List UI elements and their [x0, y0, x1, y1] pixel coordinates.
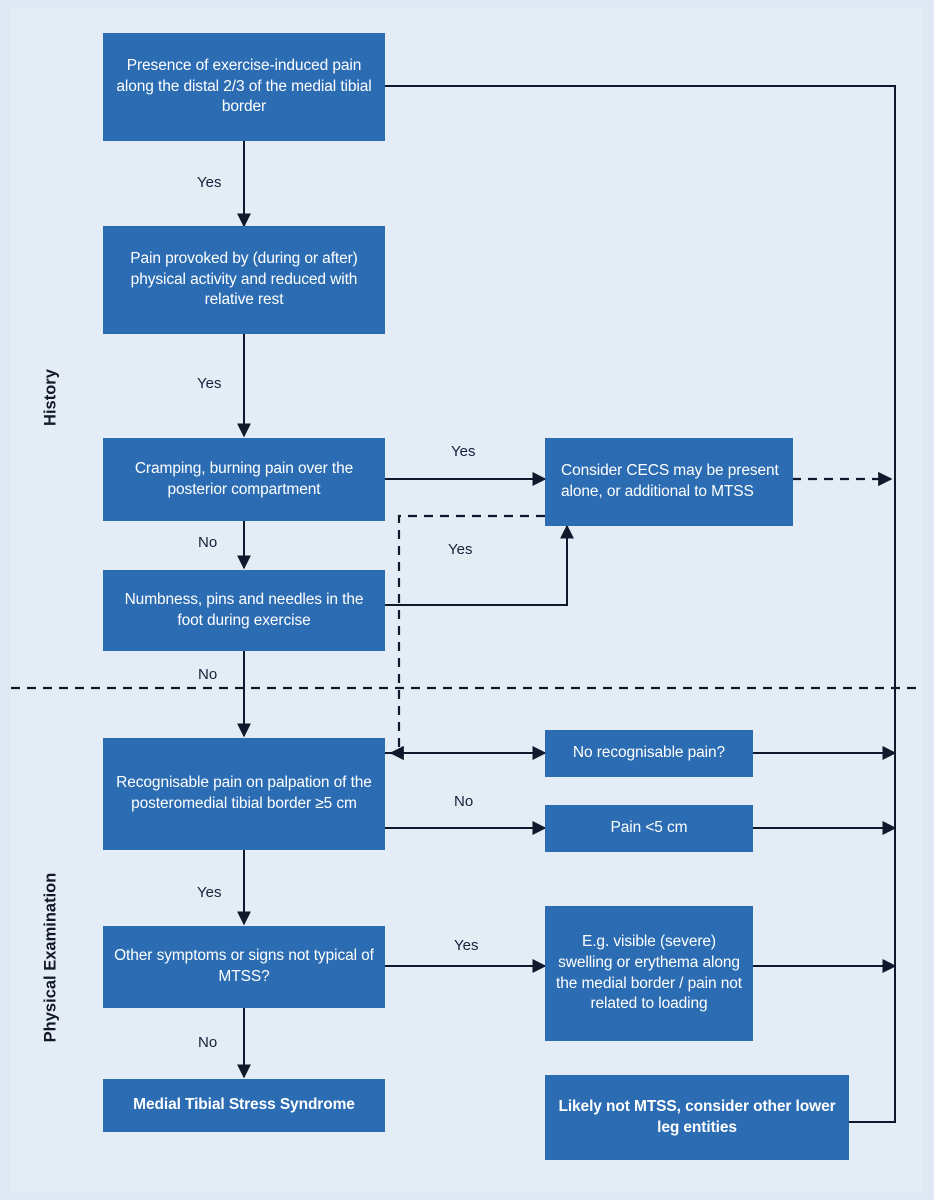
- node-likely-not-mtss[interactable]: Likely not MTSS, consider other lower le…: [545, 1075, 849, 1160]
- edge-label-n6-n9: Yes: [197, 884, 222, 901]
- section-label-physical-examination: Physical Examination: [41, 872, 60, 1043]
- node-text: Pain <5 cm: [610, 819, 688, 837]
- node-text: Other symptoms or signs not typical of M…: [114, 947, 374, 985]
- node-text: Recognisable pain on palpation of the po…: [116, 774, 372, 812]
- node-text: Pain provoked by (during or after) physi…: [130, 249, 358, 309]
- node-no-recognisable-pain[interactable]: No recognisable pain?: [545, 730, 753, 777]
- edge-label-n5-n6: No: [198, 666, 218, 683]
- edge-label-n1-n2: Yes: [197, 174, 222, 191]
- edge-label-n2-n3: Yes: [197, 375, 222, 392]
- node-text: No recognisable pain?: [572, 744, 726, 762]
- node-visible-swelling-erythema[interactable]: E.g. visible (severe) swelling or erythe…: [545, 906, 753, 1041]
- node-pain-provoked[interactable]: Pain provoked by (during or after) physi…: [103, 226, 385, 334]
- node-text: Consider CECS may be present alone, or a…: [561, 462, 779, 500]
- node-consider-cecs[interactable]: Consider CECS may be present alone, or a…: [545, 438, 793, 526]
- edge-label-n3-n4: Yes: [451, 443, 476, 460]
- node-text: Presence of exercise-induced pain along …: [116, 56, 372, 116]
- edge-label-n6-n8: No: [454, 793, 474, 810]
- node-other-symptoms[interactable]: Other symptoms or signs not typical of M…: [103, 926, 385, 1008]
- node-medial-tibial-stress-syndrome[interactable]: Medial Tibial Stress Syndrome: [103, 1079, 385, 1132]
- node-cramping-burning-pain[interactable]: Cramping, burning pain over the posterio…: [103, 438, 385, 521]
- node-numbness-pins-needles[interactable]: Numbness, pins and needles in the foot d…: [103, 570, 385, 651]
- node-recognisable-pain-palpation[interactable]: Recognisable pain on palpation of the po…: [103, 738, 385, 850]
- edge-label-n9-n11: No: [198, 1034, 218, 1051]
- edge-n5-n4: [385, 524, 574, 606]
- section-label-history: History: [41, 369, 60, 426]
- node-text: Medial Tibial Stress Syndrome: [133, 1096, 355, 1114]
- node-text: E.g. visible (severe) swelling or erythe…: [556, 932, 742, 1013]
- edge-label-n5-n4: Yes: [448, 541, 473, 558]
- node-text: Cramping, burning pain over the posterio…: [134, 459, 354, 498]
- node-presence-of-pain[interactable]: Presence of exercise-induced pain along …: [103, 33, 385, 141]
- edge-label-n3-n5: No: [198, 534, 218, 551]
- flowchart-canvas: Presence of exercise-induced pain along …: [11, 8, 923, 1192]
- node-text: Likely not MTSS, consider other lower le…: [558, 1097, 836, 1136]
- node-text: Numbness, pins and needles in the foot d…: [124, 590, 364, 629]
- node-pain-less-than-5cm[interactable]: Pain <5 cm: [545, 805, 753, 852]
- edge-label-n9-n10: Yes: [454, 937, 479, 954]
